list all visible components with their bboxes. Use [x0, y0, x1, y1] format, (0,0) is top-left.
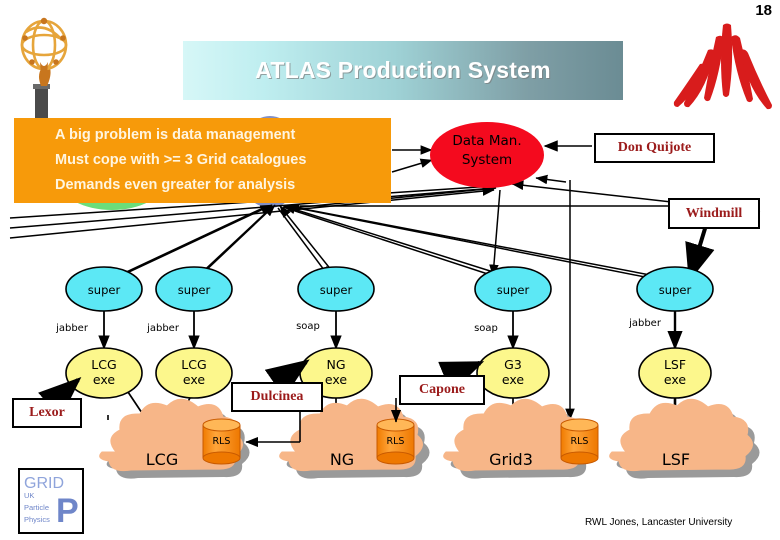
page-title: ATLAS Production System: [255, 57, 551, 83]
data-management-system-node: [430, 122, 544, 188]
atlas-globe-statue-icon: [20, 17, 68, 122]
gridpp-particle-text: Particle: [24, 503, 49, 512]
gridpp-uk-text: UK: [24, 491, 34, 500]
gridpp-physics-text: Physics: [24, 515, 50, 524]
gridpp-grid-text: GRID: [24, 475, 64, 492]
capone-label: Capone: [419, 382, 465, 397]
slide-title-bar: ATLAS Production System: [183, 41, 623, 100]
gridpp-big-p-text: P: [56, 492, 78, 528]
callout-line-3: Demands even greater for analysis: [55, 177, 296, 193]
lexor-label-box[interactable]: Lexor: [12, 398, 82, 428]
executor-node-2: [155, 347, 233, 399]
page-number: 18: [755, 2, 772, 19]
super-node-1: [65, 266, 143, 312]
executor-node-4: [476, 347, 550, 399]
red-fountain-icon: [673, 23, 772, 110]
callout-line-1: A big problem is data management: [55, 127, 296, 143]
problem-callout-box: A big problem is data management Must co…: [14, 118, 391, 203]
rls-cylinders: [202, 418, 599, 465]
capone-label-box[interactable]: Capone: [399, 375, 485, 405]
gridpp-logo-svg: GRID UK Particle Physics P: [24, 475, 79, 530]
lexor-label: Lexor: [29, 405, 65, 420]
super-node-4: [474, 266, 552, 312]
gridpp-logo: GRID UK Particle Physics P: [18, 468, 84, 534]
executor-node-5: [638, 347, 712, 399]
grid-clouds: [99, 398, 760, 479]
windmill-label: Windmill: [685, 205, 743, 221]
dulcinea-label-box[interactable]: Dulcinea: [231, 382, 323, 412]
don-quijote-label: Don Quijote: [617, 140, 692, 155]
executor-node-1: [65, 347, 143, 399]
callout-line-2: Must cope with >= 3 Grid catalogues: [55, 152, 307, 168]
super-node-3: [297, 266, 375, 312]
windmill-label-box[interactable]: Windmill: [668, 198, 760, 229]
author-credit: RWL Jones, Lancaster University: [585, 517, 733, 528]
don-quijote-label-box[interactable]: Don Quijote: [594, 133, 715, 163]
super-node-5: [636, 266, 714, 312]
dulcinea-label: Dulcinea: [250, 389, 304, 404]
super-node-2: [155, 266, 233, 312]
